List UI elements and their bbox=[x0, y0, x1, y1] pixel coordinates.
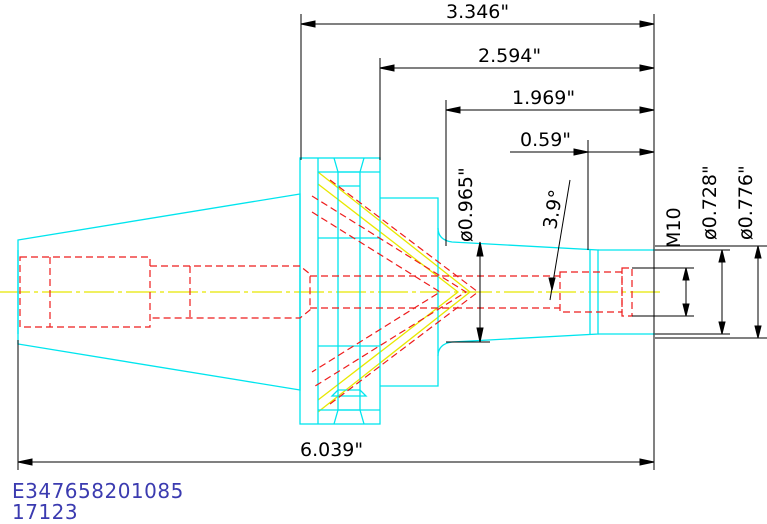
dim-1-969: 1.969" bbox=[512, 87, 575, 109]
centerline bbox=[0, 171, 660, 413]
dim-dia-0-728: ø0.728" bbox=[699, 165, 721, 240]
part-number: E347658201085 bbox=[12, 479, 184, 503]
hidden-lines bbox=[19, 179, 633, 405]
dim-6-039: 6.039" bbox=[300, 439, 363, 461]
part-sub-number: 17123 bbox=[12, 500, 79, 524]
dim-dia-0-965: ø0.965" bbox=[455, 167, 477, 242]
dimension-lines bbox=[17, 14, 767, 470]
dim-thread-m10: M10 bbox=[663, 207, 685, 248]
dim-2-594: 2.594" bbox=[478, 45, 541, 67]
part-outline bbox=[17, 157, 655, 425]
dim-0-59: 0.59" bbox=[520, 129, 571, 151]
dim-3-346: 3.346" bbox=[446, 1, 509, 23]
dim-dia-0-776: ø0.776" bbox=[735, 165, 757, 240]
dim-angle-3-9: 3.9° bbox=[539, 188, 568, 231]
